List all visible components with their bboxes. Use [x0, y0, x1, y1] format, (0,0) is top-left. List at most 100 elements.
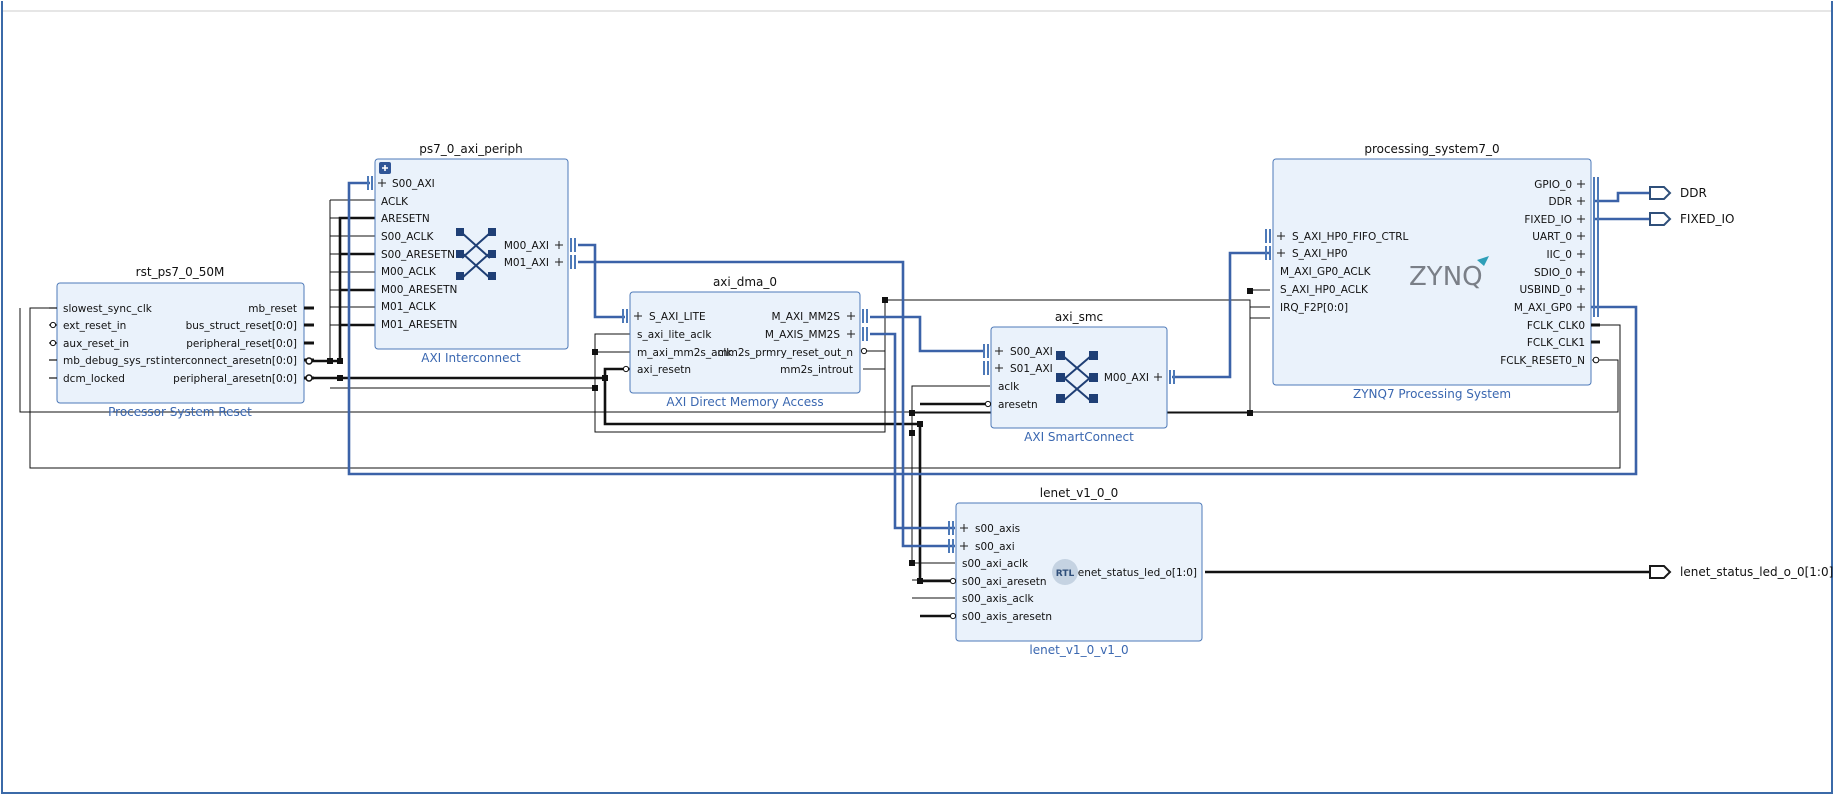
net-irq[interactable] — [863, 300, 886, 370]
port-m-axis-mm2s[interactable]: M_AXIS_MM2S — [765, 329, 840, 341]
port-fixed-io[interactable]: FIXED_IO — [1524, 214, 1572, 226]
port-fclk-clk1[interactable]: FCLK_CLK1 — [1527, 337, 1585, 349]
block-body[interactable] — [990, 326, 1168, 429]
net-fclk-clk0[interactable] — [29, 307, 1621, 469]
bus-smc-m00[interactable] — [1172, 251, 1270, 379]
block-ip-name: AXI Direct Memory Access — [666, 395, 823, 409]
port-m01-axi[interactable]: M01_AXI — [504, 257, 549, 269]
port-bus-struct-reset[interactable]: bus_struct_reset[0:0] — [186, 320, 297, 332]
bus-m01-axi-periph[interactable] — [578, 260, 955, 548]
port-m-axi-mm2s-aclk[interactable]: m_axi_mm2s_aclk — [637, 347, 733, 359]
port-iic-0[interactable]: IIC_0 — [1547, 249, 1572, 261]
port-stubs — [49, 306, 314, 382]
net-fclk-reset0[interactable] — [19, 308, 1619, 413]
port-s-axi-hp0[interactable]: S_AXI_HP0 — [1292, 248, 1348, 260]
port-m00-axi[interactable]: M00_AXI — [1104, 372, 1149, 384]
port-m00-aclk[interactable]: M00_ACLK — [381, 266, 437, 278]
port-slowest-sync-clk[interactable]: slowest_sync_clk — [63, 303, 153, 315]
port-s00-aresetn[interactable]: S00_ARESETN — [381, 249, 455, 261]
port-mb-reset[interactable]: mb_reset — [248, 303, 297, 315]
port-s00-axi-aclk[interactable]: s00_axi_aclk — [962, 558, 1029, 570]
port-s-axi-lite[interactable]: S_AXI_LITE — [649, 311, 706, 323]
port-mm2s-introut[interactable]: mm2s_introut — [780, 364, 853, 376]
block-lenet[interactable]: lenet_v1_0_0 lenet_v1_0_v1_0 s00_axis s0… — [948, 486, 1203, 657]
external-port-ddr[interactable]: DDR — [1649, 186, 1707, 200]
port-uart-0[interactable]: UART_0 — [1532, 231, 1572, 243]
port-aresetn[interactable]: ARESETN — [381, 213, 430, 225]
bus-connectors — [622, 309, 868, 341]
block-body[interactable] — [374, 158, 569, 350]
port-s00-axis-aclk[interactable]: s00_axis_aclk — [962, 593, 1034, 605]
port-s00-axi[interactable]: S00_AXI — [392, 178, 435, 190]
port-m-axi-gp0-aclk[interactable]: M_AXI_GP0_ACLK — [1280, 266, 1372, 278]
port-s00-axi-aresetn[interactable]: s00_axi_aresetn — [962, 576, 1047, 588]
net-peripheral-aresetn[interactable] — [310, 367, 990, 618]
port-lenet-status-led[interactable]: lenet_status_led_o[1:0] — [1075, 567, 1197, 579]
port-s00-axis[interactable]: s00_axis — [975, 523, 1020, 535]
port-aux-reset-in[interactable]: aux_reset_in — [63, 338, 129, 350]
port-peripheral-aresetn[interactable]: peripheral_aresetn[0:0] — [173, 373, 297, 385]
block-axi-periph[interactable]: ps7_0_axi_periph AXI Interconnect S00_AX… — [367, 142, 576, 365]
bus-m00-axi-periph[interactable] — [578, 243, 625, 319]
block-axi-smc[interactable]: axi_smc AXI SmartConnect S00_AXI S01_AXI… — [983, 310, 1175, 444]
external-port-fixed-io[interactable]: FIXED_IO — [1649, 212, 1734, 226]
block-processing-system7[interactable]: processing_system7_0 ZYNQ7 Processing Sy… — [1265, 142, 1600, 401]
port-s00-axis-aresetn[interactable]: s00_axis_aresetn — [962, 611, 1052, 623]
bus-ddr[interactable] — [1594, 191, 1650, 203]
port-m01-aresetn[interactable]: M01_ARESETN — [381, 319, 457, 331]
port-peripheral-reset[interactable]: peripheral_reset[0:0] — [186, 338, 297, 350]
net-irq-ps7[interactable] — [1249, 306, 1270, 319]
block-title: axi_smc — [1055, 310, 1103, 324]
port-m-axi-mm2s[interactable]: M_AXI_MM2S — [772, 311, 841, 323]
port-gpio-0[interactable]: GPIO_0 — [1534, 179, 1572, 191]
block-rst-ps7[interactable]: rst_ps7_0_50M Processor System Reset slo… — [49, 265, 314, 419]
port-fclk-reset0-n[interactable]: FCLK_RESET0_N — [1500, 355, 1585, 367]
block-body[interactable] — [629, 291, 861, 394]
port-fclk-clk0[interactable]: FCLK_CLK0 — [1527, 320, 1585, 332]
port-m00-aresetn[interactable]: M00_ARESETN — [381, 284, 457, 296]
net-clk-periph[interactable] — [329, 199, 375, 362]
port-s-axi-hp0-fifo-ctrl[interactable]: S_AXI_HP0_FIFO_CTRL — [1292, 231, 1409, 243]
block-body[interactable] — [955, 502, 1203, 642]
port-usbind-0[interactable]: USBIND_0 — [1519, 284, 1572, 296]
block-axi-dma[interactable]: axi_dma_0 AXI Direct Memory Access S_AXI… — [622, 275, 868, 409]
port-dcm-locked[interactable]: dcm_locked — [63, 373, 125, 385]
port-s01-axi[interactable]: S01_AXI — [1010, 363, 1053, 375]
port-mm2s-prmry-reset-out-n[interactable]: mm2s_prmry_reset_out_n — [717, 347, 853, 359]
bus-s00-axi-periph[interactable] — [347, 181, 1638, 476]
block-body[interactable] — [1272, 158, 1592, 386]
bus-m-axis-mm2s[interactable] — [870, 332, 955, 530]
port-s-axi-lite-aclk[interactable]: s_axi_lite_aclk — [637, 329, 712, 341]
output-port-icon — [1649, 565, 1672, 579]
external-port-label: FIXED_IO — [1680, 212, 1734, 226]
port-s00-axi[interactable]: S00_AXI — [1010, 346, 1053, 358]
port-aclk[interactable]: ACLK — [381, 196, 409, 208]
bus-m-axi-mm2s[interactable] — [870, 315, 985, 353]
output-port-icon — [1649, 186, 1672, 200]
net-interconnect-aresetn[interactable] — [310, 216, 375, 363]
expand-icon[interactable] — [379, 162, 391, 174]
port-ext-reset-in[interactable]: ext_reset_in — [63, 320, 126, 332]
net-mm2s-rst[interactable] — [594, 350, 886, 433]
port-m00-axi[interactable]: M00_AXI — [504, 240, 549, 252]
port-m-axi-gp0[interactable]: M_AXI_GP0 — [1514, 302, 1572, 314]
port-interconnect-aresetn[interactable]: interconnect_aresetn[0:0] — [161, 355, 297, 367]
canvas-top-edge — [1, 0, 1833, 12]
block-ip-name: lenet_v1_0_v1_0 — [1029, 643, 1128, 657]
port-bubble — [949, 577, 957, 585]
port-axi-resetn[interactable]: axi_resetn — [637, 364, 691, 376]
port-sdio-0[interactable]: SDIO_0 — [1534, 267, 1572, 279]
port-irq-f2p[interactable]: IRQ_F2P[0:0] — [1280, 302, 1348, 314]
external-port-lenet-led[interactable]: lenet_status_led_o_0[1:0] — [1649, 565, 1833, 579]
port-aclk[interactable]: aclk — [998, 381, 1020, 393]
port-ddr[interactable]: DDR — [1549, 196, 1572, 208]
port-m01-aclk[interactable]: M01_ACLK — [381, 301, 437, 313]
port-aresetn[interactable]: aresetn — [998, 399, 1038, 411]
port-s00-aclk[interactable]: S00_ACLK — [381, 231, 434, 243]
port-mb-debug-sys-rst[interactable]: mb_debug_sys_rst — [63, 355, 160, 367]
port-s-axi-hp0-aclk[interactable]: S_AXI_HP0_ACLK — [1280, 284, 1369, 296]
net-clk-dma[interactable] — [330, 333, 630, 389]
port-s00-axi[interactable]: s00_axi — [975, 541, 1015, 553]
